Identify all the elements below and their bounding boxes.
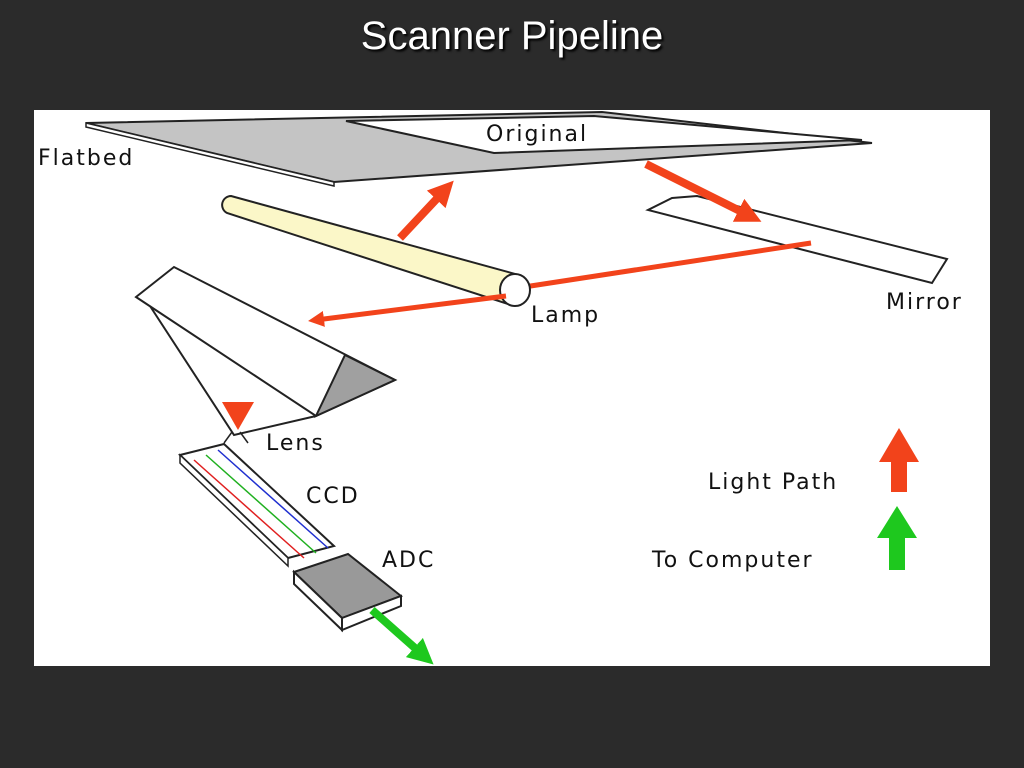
lamp: [221, 194, 531, 307]
light-arrow-to-prism: [308, 293, 507, 327]
green-arrow-up-icon: [877, 506, 917, 570]
prism-dark-face: [313, 353, 398, 419]
ccd-base: [179, 453, 289, 568]
ccd-red-channel: [193, 459, 305, 559]
label-flatbed: Flatbed: [38, 146, 135, 171]
ccd-green-channel: [205, 454, 317, 554]
ccd-blue-channel: [217, 449, 329, 549]
scanner-diagram: Flatbed Original Lamp Mirror Lens CCD AD…: [34, 110, 990, 666]
label-adc: ADC: [382, 548, 436, 573]
legend-to-computer-icon: [877, 506, 917, 570]
legend-light-path-icon: [879, 428, 919, 492]
adc-side: [293, 569, 343, 633]
flatbed: [85, 110, 873, 187]
data-arrow-to-computer: [369, 607, 434, 665]
ccd: [177, 442, 337, 568]
label-lens: Lens: [266, 431, 325, 456]
lamp-tube: [221, 194, 529, 307]
flatbed-edge: [85, 122, 335, 187]
light-arrow-original-to-mirror: [644, 160, 762, 222]
prism-side-edge: [149, 305, 317, 437]
lamp-end: [499, 273, 531, 307]
lens-line-right: [239, 431, 249, 444]
light-arrow-lamp-to-original: [397, 180, 454, 241]
label-original: Original: [486, 122, 589, 147]
label-mirror: Mirror: [886, 290, 963, 315]
legend-label-to-computer: To Computer: [652, 548, 814, 573]
original-document: [345, 114, 863, 155]
light-beam-lamp-mirror: [523, 240, 812, 290]
lens-line-left: [223, 431, 233, 444]
label-lamp: Lamp: [531, 303, 601, 328]
label-ccd: CCD: [306, 484, 360, 509]
slide-title: Scanner Pipeline: [360, 14, 664, 58]
mirror: [645, 194, 949, 285]
red-arrow-up-icon: [879, 428, 919, 492]
light-arrow-to-lens-head: [222, 402, 254, 430]
diagram-canvas: [85, 110, 949, 665]
prism: [134, 265, 398, 437]
legend-label-light-path: Light Path: [708, 470, 839, 495]
